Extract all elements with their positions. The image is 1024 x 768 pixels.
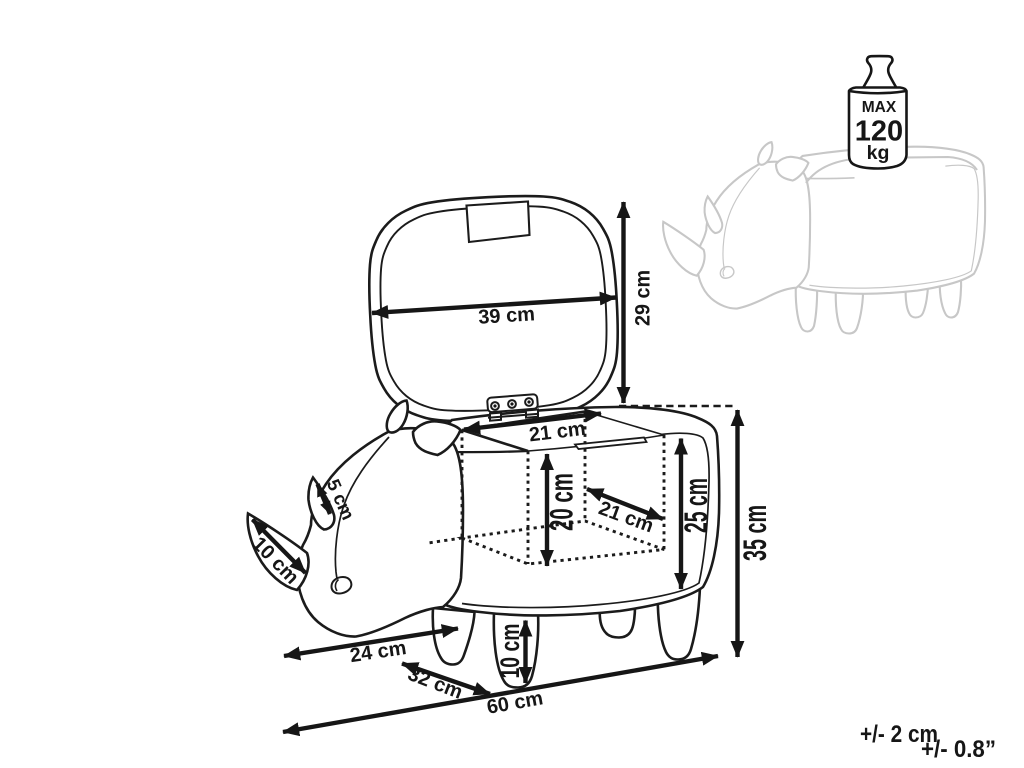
svg-text:39 cm: 39 cm: [478, 303, 536, 329]
svg-text:25 cm: 25 cm: [678, 478, 714, 533]
svg-text:120: 120: [855, 116, 903, 148]
svg-text:20 cm: 20 cm: [544, 473, 580, 531]
svg-text:+/- 2 cm: +/- 2 cm: [860, 721, 938, 748]
svg-text:29 cm: 29 cm: [632, 270, 655, 326]
svg-text:kg: kg: [867, 142, 890, 164]
svg-text:10 cm: 10 cm: [495, 624, 525, 679]
svg-text:MAX: MAX: [862, 99, 897, 116]
svg-text:35 cm: 35 cm: [737, 505, 773, 561]
svg-text:+/- 0.8”: +/- 0.8”: [921, 736, 996, 763]
